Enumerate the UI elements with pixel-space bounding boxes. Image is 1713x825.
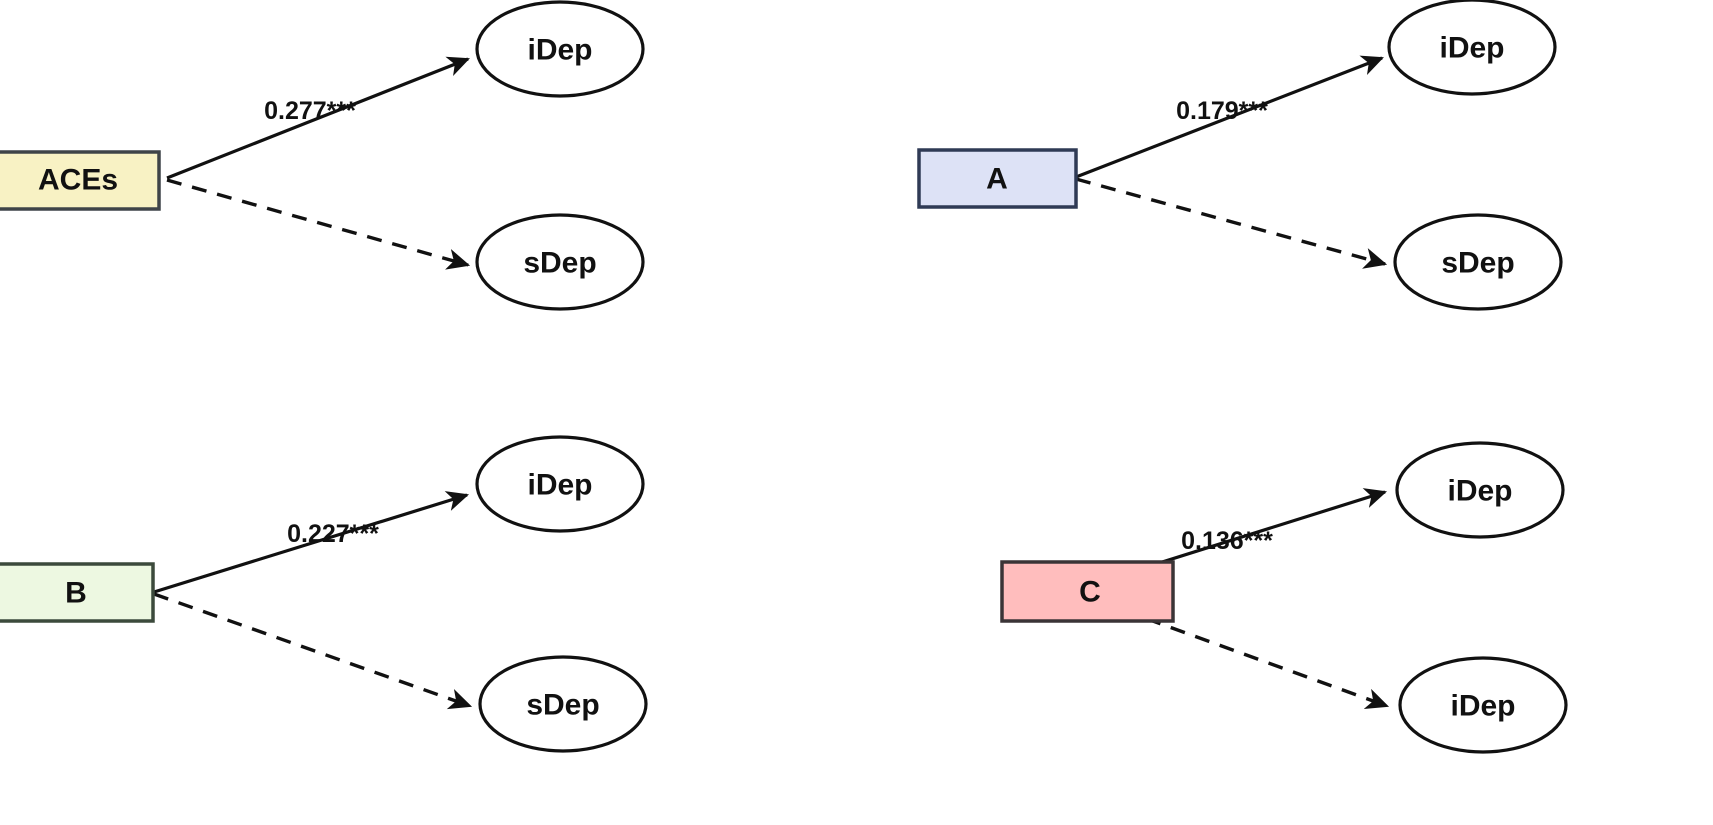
predictor-label-a: A	[986, 163, 1008, 196]
outcome-ellipse-sdep-tl[interactable]	[475, 213, 645, 311]
edge-dashed-a-to-sdep	[1075, 177, 1388, 269]
outcome-ellipse-idep-bl[interactable]	[475, 435, 645, 533]
outcome-label-idep-br-top: iDep	[1447, 475, 1512, 508]
outcome-label-sdep-bl: sDep	[526, 689, 599, 722]
edge-label-a-idep: 0.179***	[1176, 97, 1268, 125]
panel-bottom-left: 0.227*** B iDep sDep	[0, 435, 648, 753]
outcome-label-idep-bl: iDep	[527, 469, 592, 502]
edge-solid-b-to-idep	[153, 491, 470, 594]
predictor-box-aces[interactable]	[0, 150, 161, 211]
predictor-label-aces: ACEs	[38, 164, 118, 197]
edge-dashed-b-to-sdep	[153, 592, 473, 710]
panel-top-left: 0.277*** ACEs iDep sDep	[0, 0, 645, 311]
outcome-label-idep-tl: iDep	[527, 34, 592, 67]
predictor-label-b: B	[65, 577, 87, 610]
outcome-ellipse-idep-br-bottom[interactable]	[1398, 656, 1568, 754]
edge-dashed-aces-to-sdep	[166, 178, 471, 270]
outcome-label-sdep-tl: sDep	[523, 247, 596, 280]
outcome-ellipse-idep-tl[interactable]	[475, 0, 645, 98]
predictor-label-c: C	[1079, 576, 1101, 609]
outcome-ellipse-idep-tr[interactable]	[1387, 0, 1557, 96]
outcome-label-sdep-tr: sDep	[1441, 247, 1514, 280]
panel-top-right: 0.179*** A iDep sDep	[917, 0, 1563, 311]
outcome-ellipse-sdep-tr[interactable]	[1393, 213, 1563, 311]
edge-label-c-idep: 0.136***	[1181, 527, 1273, 555]
predictor-box-b[interactable]	[0, 562, 155, 623]
edge-solid-a-to-idep	[1075, 55, 1384, 179]
panel-bottom-right: 0.136*** C iDep iDep	[1000, 441, 1568, 754]
edge-label-b-idep: 0.227***	[287, 520, 379, 548]
predictor-box-c[interactable]	[1000, 560, 1175, 623]
edge-solid-aces-to-idep	[166, 56, 470, 180]
outcome-ellipse-idep-br-top[interactable]	[1395, 441, 1565, 539]
outcome-label-idep-tr: iDep	[1439, 32, 1504, 65]
outcome-ellipse-sdep-bl[interactable]	[478, 655, 648, 753]
predictor-box-a[interactable]	[917, 148, 1078, 209]
edge-label-aces-idep: 0.277***	[264, 97, 356, 125]
outcome-label-idep-br-bottom: iDep	[1450, 690, 1515, 723]
